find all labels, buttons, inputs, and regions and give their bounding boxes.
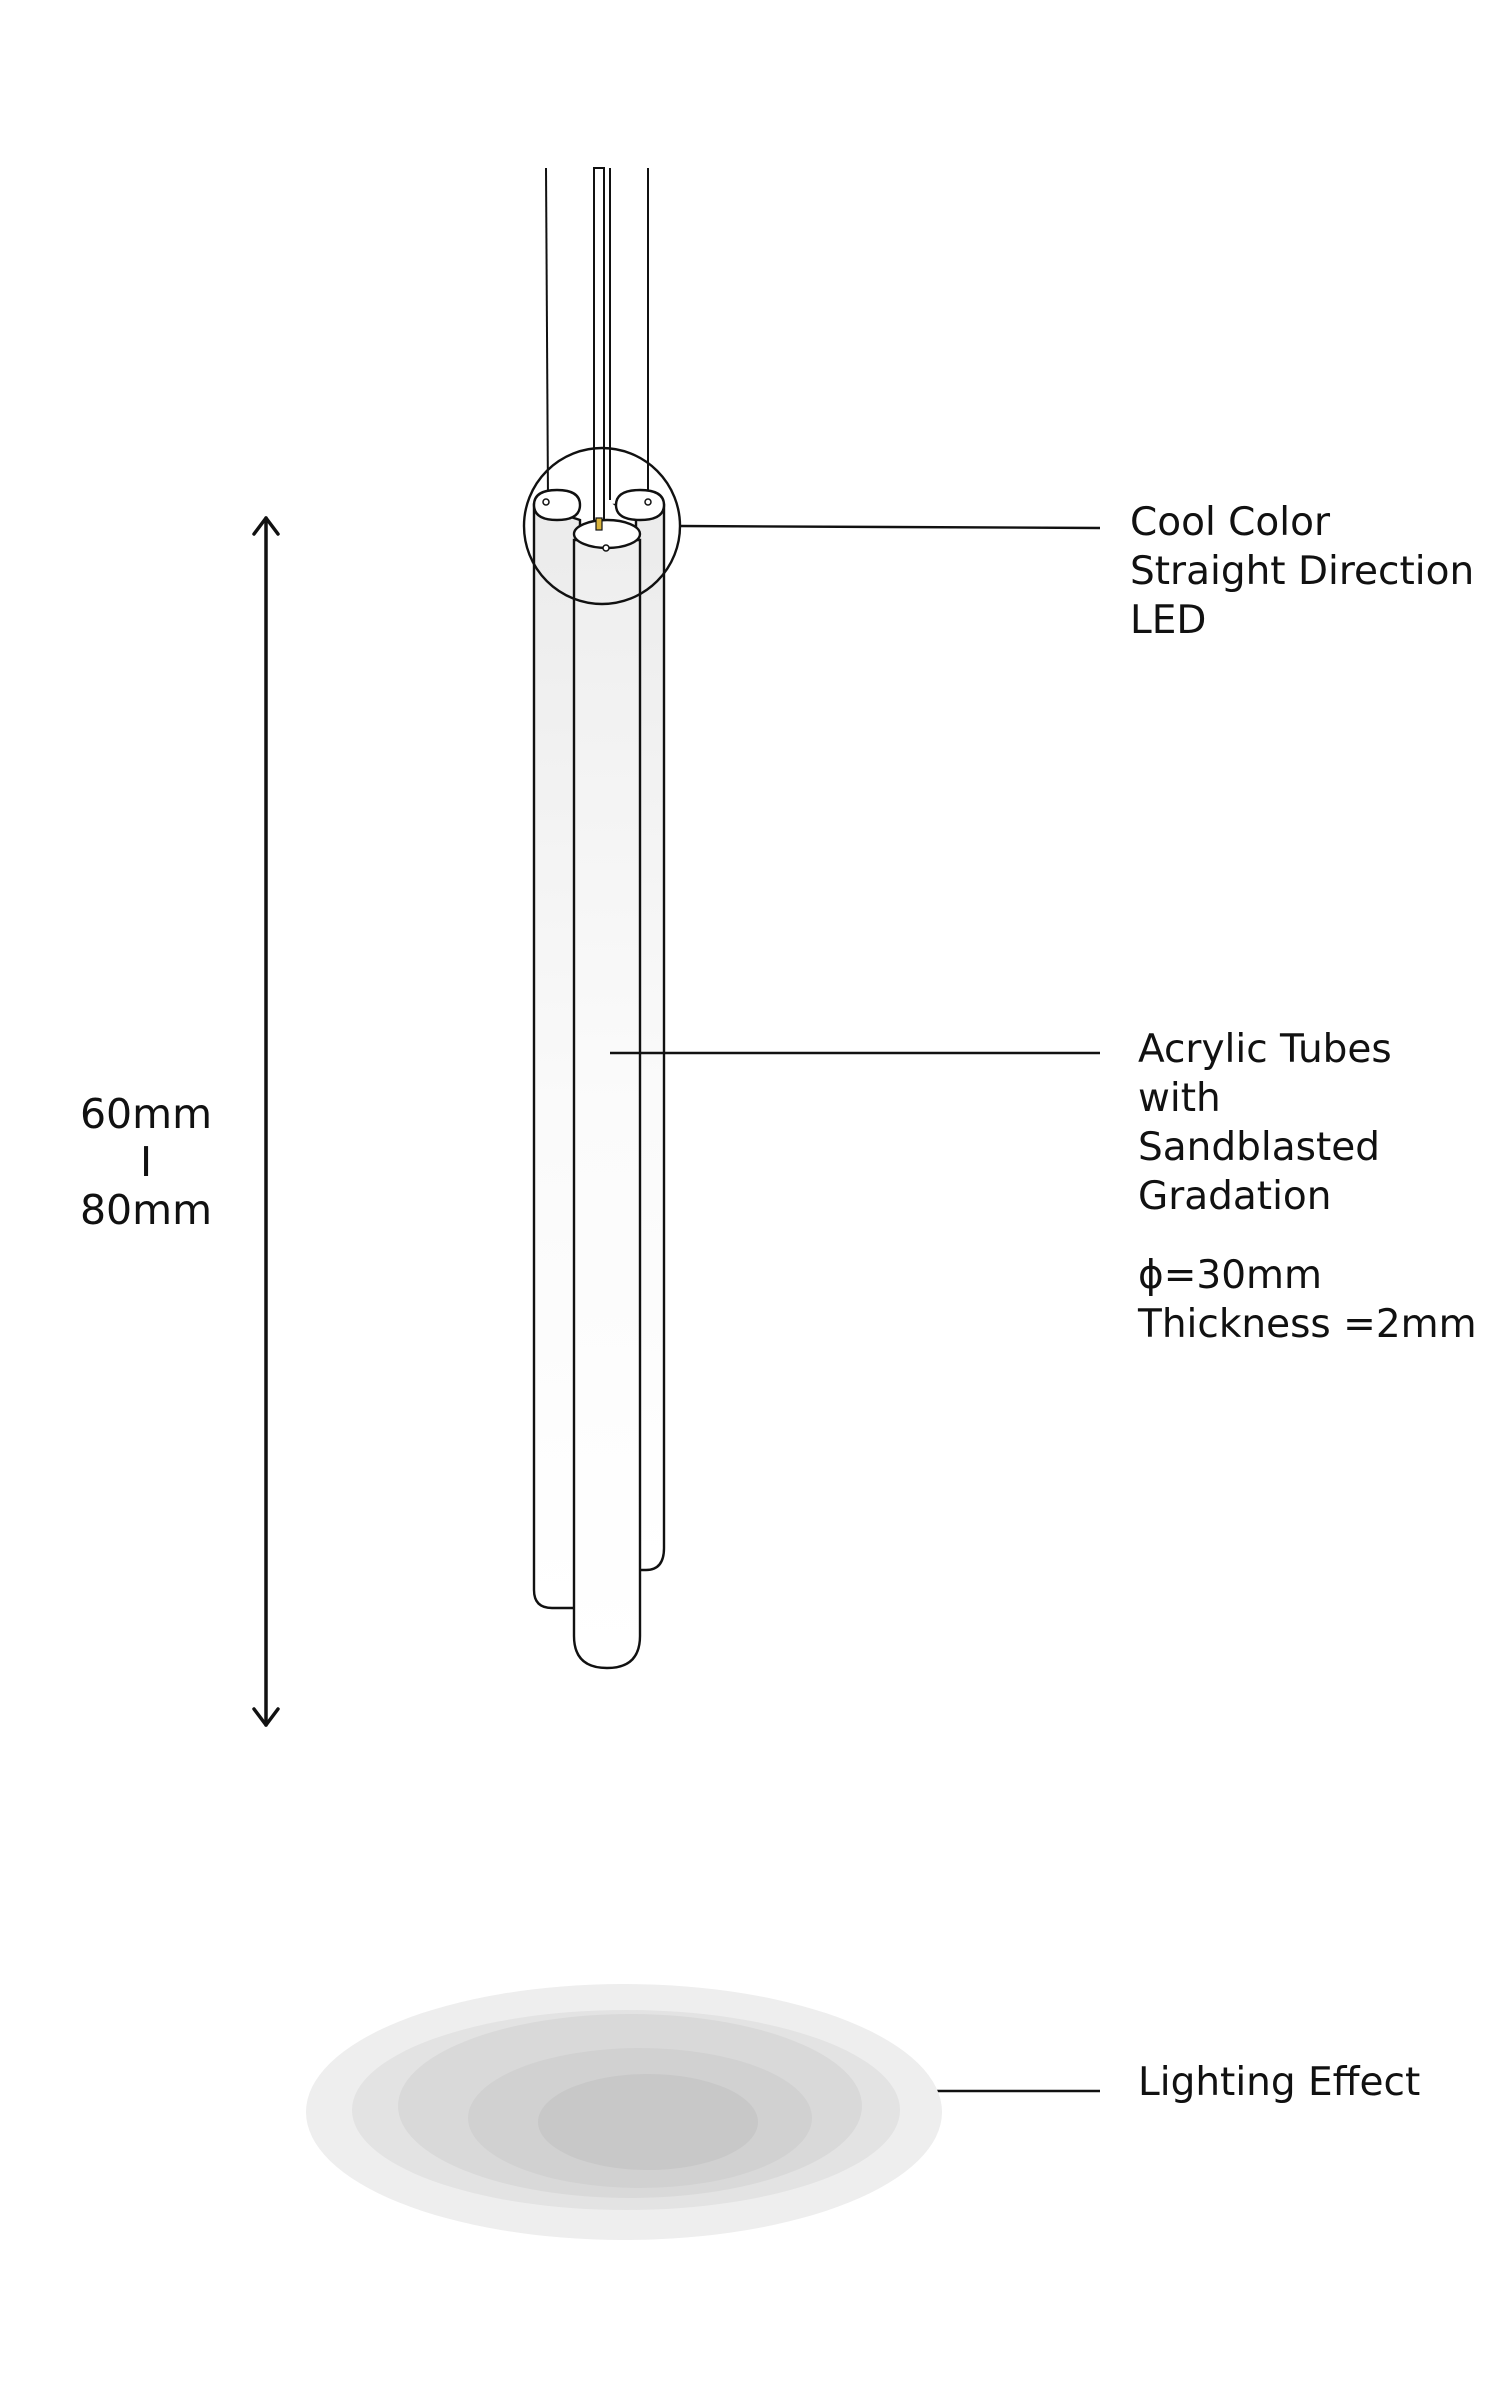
led-label-line-3: LED [1130,598,1207,643]
lighting-effect-text: Lighting Effect [1138,2060,1421,2105]
tube-top-openings [532,488,666,550]
led-label-line-2: Straight Direction [1130,549,1475,594]
lighting-effect-label: Lighting Effect [1138,2058,1420,2107]
leader-line-led [679,524,1101,530]
tubes-label-line-4: Gradation [1138,1174,1332,1219]
tube-spec-label: ϕ=30mm Thickness =2mm [1138,1251,1477,1349]
height-separator: I [139,1138,153,1186]
height-max: 80mm [79,1186,213,1234]
height-dimension-arrow [252,516,280,1727]
tube-front [572,538,642,1670]
tubes-label-line-1: Acrylic Tubes [1138,1027,1392,1072]
tubes-label-line-3: Sandblasted [1138,1125,1380,1170]
tubes-label-line-2: with [1138,1076,1221,1121]
tubes-label: Acrylic Tubes with Sandblasted Gradation [1138,1025,1392,1221]
leader-lines [610,524,1101,2093]
power-cord [593,167,611,524]
height-min: 60mm [79,1090,213,1138]
tube-back-left [532,503,582,1610]
suspension-wires [545,167,649,501]
lighting-effect-pool [306,1984,942,2240]
height-dimension-label: 60mm I 80mm [36,1090,256,1234]
led-node [542,498,652,552]
led-label-line-1: Cool Color [1130,500,1331,545]
led-label: Cool Color Straight Direction LED [1130,498,1474,645]
tube-diameter: ϕ=30mm [1138,1253,1323,1298]
tube-thickness: Thickness =2mm [1138,1302,1477,1347]
